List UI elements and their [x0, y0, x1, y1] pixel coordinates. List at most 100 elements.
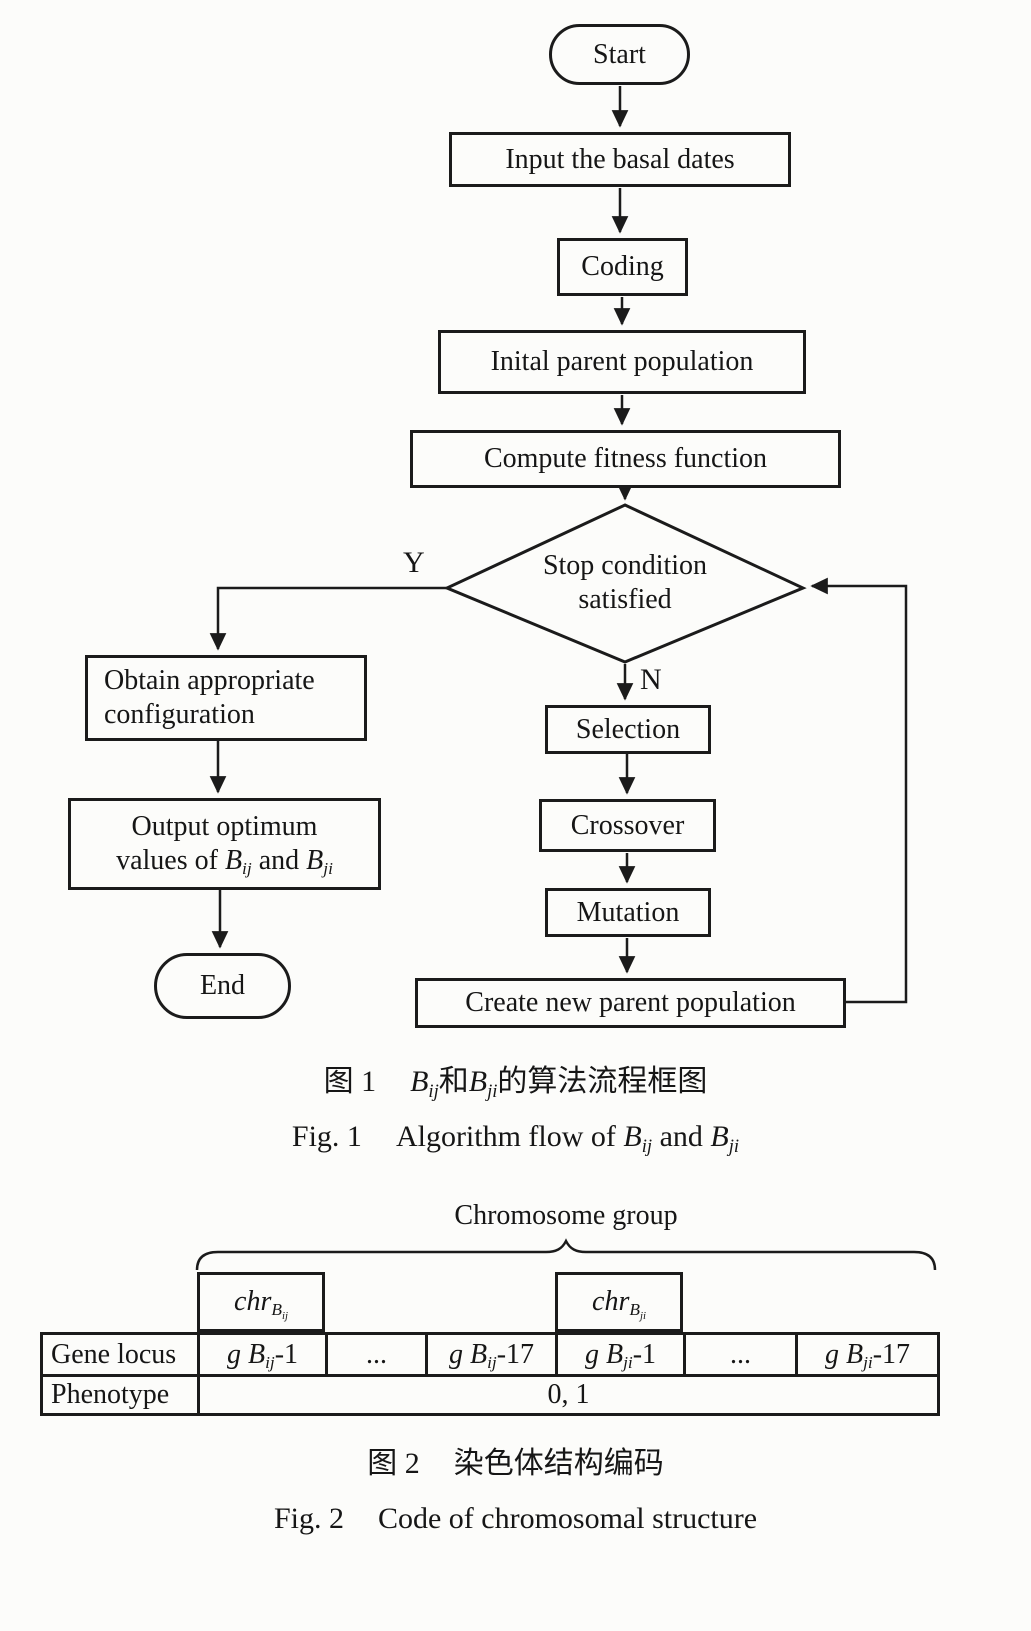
chr-bij-name: chr — [234, 1286, 272, 1318]
selection-node: Selection — [545, 705, 711, 754]
gene-bij1-sub: ij — [265, 1352, 275, 1372]
input-basal-node: Input the basal dates — [449, 132, 791, 187]
output-var-bji-sub: ji — [323, 859, 333, 879]
arrow-decision-yes-branch — [209, 586, 447, 651]
gene-bij1-post: -1 — [274, 1338, 299, 1370]
caption1-en-lead: Algorithm flow of — [395, 1120, 624, 1153]
output-optimum-node: Output optimum values of Bij and Bji — [68, 798, 381, 890]
gene-table: Gene locus g Bij-1 ... g Bij-17 g Bji-1 … — [40, 1332, 940, 1416]
decision-line1: Stop condition — [542, 550, 708, 581]
obtain-line2: configuration — [104, 699, 255, 730]
gene-bij17-var: B — [469, 1338, 488, 1370]
output-line2: values of Bij and Bji — [116, 844, 333, 878]
gene-locus-header: Gene locus — [40, 1332, 200, 1377]
gene-cell-bji-last: g Bji-17 — [795, 1332, 940, 1377]
figure2-zh-label: 图 2 — [367, 1447, 420, 1480]
branch-yes-label: Y — [403, 546, 425, 579]
branch-no-label: N — [640, 663, 662, 696]
chr-bji-subscript: Bji — [629, 1300, 646, 1322]
output-pre-text: values of — [116, 845, 225, 876]
chr-bij-box: chrBij — [197, 1272, 325, 1332]
gene-cell-bji-first: g Bji-1 — [555, 1332, 686, 1377]
figure2-caption-zh: 图 2 染色体结构编码 — [0, 1438, 1031, 1482]
gene-bji17-pre: g — [824, 1338, 846, 1370]
caption1-tail: 的算法流程框图 — [497, 1065, 708, 1098]
initial-population-node: Inital parent population — [438, 330, 806, 394]
gene-bij17-pre: g — [448, 1338, 470, 1370]
figure2-zh-text: 染色体结构编码 — [453, 1447, 664, 1480]
caption1-en-var-bji-sub: ji — [728, 1135, 740, 1157]
create-population-node: Create new parent population — [415, 978, 846, 1028]
phenotype-row: Phenotype 0, 1 — [40, 1374, 940, 1416]
caption1-var-bji: B — [468, 1065, 488, 1098]
gene-bji1-pre: g — [584, 1338, 606, 1370]
create-population-label: Create new parent population — [465, 987, 796, 1019]
gene-bji1-post: -1 — [632, 1338, 657, 1370]
mutation-label: Mutation — [576, 896, 680, 928]
start-node: Start — [549, 24, 690, 85]
crossover-node: Crossover — [539, 799, 716, 852]
figure2-en-text: Code of chromosomal structure — [377, 1502, 758, 1535]
figure1-caption-zh: 图 1 Bij和Bji的算法流程框图 — [0, 1056, 1031, 1100]
crossover-label: Crossover — [570, 809, 685, 841]
initial-population-label: Inital parent population — [490, 346, 754, 378]
caption1-en-var-bji: B — [710, 1120, 729, 1153]
start-label: Start — [593, 38, 646, 70]
phenotype-header: Phenotype — [40, 1374, 200, 1416]
gene-bij17-post: -17 — [496, 1338, 535, 1370]
figure1-zh-label: 图 1 — [323, 1065, 377, 1098]
chr-bji-sub-var: B — [629, 1300, 640, 1320]
end-label: End — [199, 970, 246, 1002]
end-node: End — [154, 953, 291, 1019]
caption1-en-var-bij-sub: ij — [641, 1135, 653, 1157]
figure2-en-label: Fig. 2 — [273, 1502, 344, 1535]
decision-line2: satisfied — [578, 584, 672, 616]
caption1-en-var-bij: B — [623, 1120, 642, 1153]
decision-diamond — [443, 503, 807, 664]
gene-bij1-var: B — [247, 1338, 266, 1370]
caption1-conj: 和 — [438, 1065, 469, 1098]
chr-bji-name: chr — [592, 1286, 630, 1318]
chromosome-group-label: Chromosome group — [454, 1200, 678, 1231]
chr-bij-subscript: Bij — [271, 1300, 288, 1322]
figure2-caption-en: Fig. 2 Code of chromosomal structure — [0, 1502, 1031, 1536]
selection-label: Selection — [575, 713, 681, 745]
phenotype-value-cell: 0, 1 — [197, 1374, 940, 1416]
gene-bij1-pre: g — [226, 1338, 248, 1370]
gene-bji1-var: B — [605, 1338, 624, 1370]
caption1-var-bji-sub: ji — [487, 1080, 498, 1102]
coding-node: Coding — [557, 238, 688, 296]
input-basal-label: Input the basal dates — [505, 143, 735, 175]
chr-bij-label: chrBij — [234, 1285, 288, 1322]
gene-locus-row: Gene locus g Bij-1 ... g Bij-17 g Bji-1 … — [40, 1332, 940, 1377]
mutation-node: Mutation — [545, 888, 711, 937]
output-var-bji: B — [306, 845, 324, 876]
figure1-en-label: Fig. 1 — [291, 1120, 362, 1153]
chr-bij-sub-var: B — [271, 1300, 282, 1320]
chr-bji-label: chrBji — [592, 1285, 646, 1322]
gene-cell-bij-last: g Bij-17 — [425, 1332, 558, 1377]
chr-bji-sub-idx: ji — [639, 1309, 646, 1322]
gene-bij17-sub: ij — [487, 1352, 497, 1372]
obtain-configuration-node: Obtain appropriate configuration — [85, 655, 367, 741]
caption1-var-bij-sub: ij — [428, 1080, 439, 1102]
caption1-var-bij: B — [410, 1065, 429, 1098]
feedback-loop-line — [810, 577, 908, 1004]
gene-bji1-sub: ji — [623, 1352, 633, 1372]
output-var-bij-sub: ij — [242, 859, 252, 879]
gene-bji17-post: -17 — [872, 1338, 911, 1370]
gene-bji17-sub: ji — [863, 1352, 873, 1372]
obtain-line1: Obtain appropriate — [104, 665, 315, 697]
gene-bji17-var: B — [845, 1338, 864, 1370]
gene-cell-ellipsis1: ... — [325, 1332, 428, 1377]
gene-cell-ellipsis2: ... — [683, 1332, 798, 1377]
chr-bji-box: chrBji — [555, 1272, 683, 1332]
chr-bij-sub-idx: ij — [281, 1309, 288, 1322]
output-and-text: and — [251, 845, 307, 876]
compute-fitness-node: Compute fitness function — [410, 430, 841, 488]
output-line1: Output optimum — [131, 811, 318, 843]
compute-fitness-label: Compute fitness function — [483, 443, 768, 475]
